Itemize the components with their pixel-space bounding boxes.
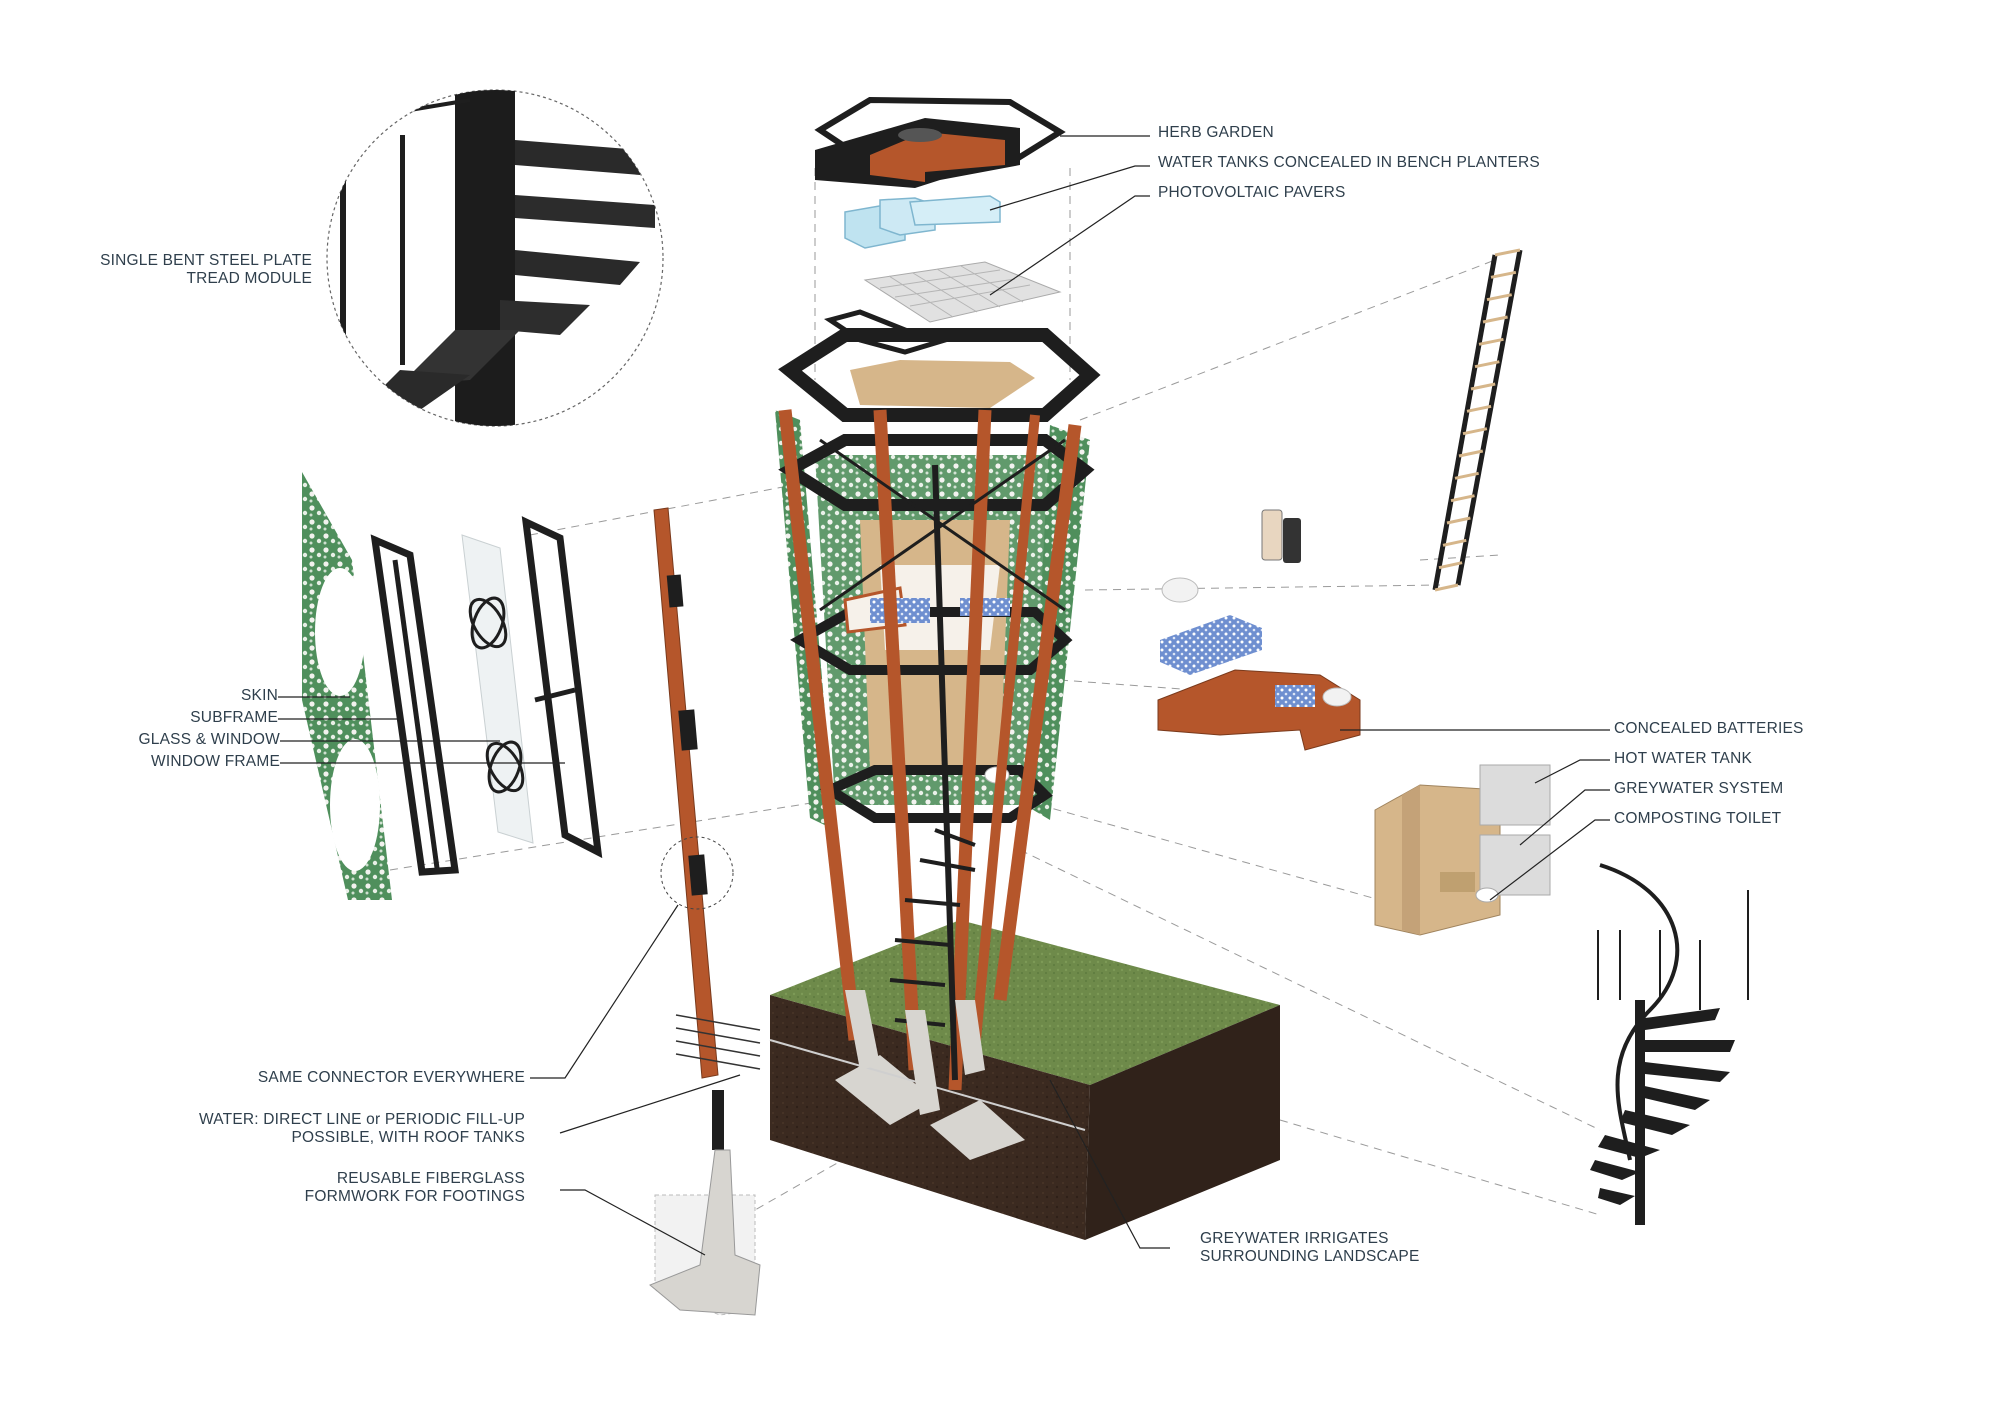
bathroom-module: [1374, 764, 1551, 936]
ladder-rung: [1442, 538, 1467, 547]
label-same-connector: SAME CONNECTOR EVERYWHERE: [257, 1069, 525, 1086]
ladder-rung: [1482, 315, 1508, 324]
ladder-rung: [1450, 494, 1475, 503]
label-window-frame: WINDOW FRAME: [151, 753, 280, 770]
ladder-rung: [1446, 516, 1471, 525]
tread-detail-circle: [326, 89, 664, 427]
label-concealed-batteries: CONCEALED BATTERIES: [1614, 720, 1804, 737]
ladder: [1432, 248, 1523, 592]
mattress: [1160, 577, 1262, 675]
ladder-rung: [1478, 337, 1504, 346]
label-tread-line2: TREAD MODULE: [186, 270, 312, 287]
fiberglass-formwork: [649, 1149, 761, 1316]
ladder-rung: [1462, 427, 1488, 436]
luggage: [1261, 509, 1301, 563]
label-skin: SKIN: [241, 687, 278, 704]
ladder-rung: [1466, 404, 1492, 413]
ground-block: [769, 920, 1280, 1240]
wall-window-frame: [521, 516, 603, 859]
label-irrigates-line1: GREYWATER IRRIGATES: [1200, 1230, 1389, 1247]
spiral-stair-exploded: [1590, 863, 1749, 1225]
ladder-rung: [1434, 583, 1459, 592]
label-formwork-line1: REUSABLE FIBERGLASS: [336, 1170, 525, 1187]
label-water-line1: WATER: DIRECT LINE or PERIODIC FILL-UP: [199, 1111, 525, 1128]
wall-glass-window: [461, 534, 534, 844]
ladder-rung: [1454, 471, 1479, 480]
wall-subframe: [370, 534, 460, 876]
ladder-rung: [1490, 270, 1517, 279]
label-water-supply: WATER: DIRECT LINE or PERIODIC FILL-UP P…: [150, 1111, 525, 1147]
label-photovoltaic-pavers: PHOTOVOLTAIC PAVERS: [1158, 184, 1346, 201]
photovoltaic-pavers: [863, 261, 1062, 323]
label-water-tanks: WATER TANKS CONCEALED IN BENCH PLANTERS: [1158, 154, 1540, 171]
label-subframe: SUBFRAME: [190, 709, 278, 726]
leader-lines: [278, 135, 1610, 1256]
label-tread-line1: SINGLE BENT STEEL PLATE: [100, 252, 312, 269]
ladder-rung: [1458, 449, 1484, 458]
label-fiberglass-formwork: REUSABLE FIBERGLASS FORMWORK FOR FOOTING…: [200, 1170, 525, 1206]
water-tank-benches: [844, 195, 1001, 249]
timber-column-exploded: [653, 507, 734, 1150]
ladder-rung: [1494, 248, 1521, 257]
label-greywater-system: GREYWATER SYSTEM: [1614, 780, 1784, 797]
label-hot-water-tank: HOT WATER TANK: [1614, 750, 1753, 767]
herb-garden-planter: [814, 96, 1066, 188]
tower-structure: [775, 328, 1101, 1115]
label-glass-window: GLASS & WINDOW: [138, 731, 280, 748]
ladder-rung: [1438, 561, 1463, 570]
bench-battery-unit: [1157, 669, 1361, 751]
ladder-rung: [1474, 360, 1500, 369]
wall-skin-panel: [302, 472, 392, 900]
label-formwork-line2: FORMWORK FOR FOOTINGS: [304, 1188, 525, 1205]
label-greywater-irrigates: GREYWATER IRRIGATES SURROUNDING LANDSCAP…: [1200, 1230, 1420, 1266]
pipe-arrows: [675, 1014, 761, 1070]
label-composting-toilet: COMPOSTING TOILET: [1614, 810, 1782, 827]
ladder-rung: [1486, 293, 1513, 302]
label-tread-module: SINGLE BENT STEEL PLATE TREAD MODULE: [80, 252, 312, 288]
label-irrigates-line2: SURROUNDING LANDSCAPE: [1200, 1248, 1420, 1265]
label-water-line2: POSSIBLE, WITH ROOF TANKS: [291, 1129, 525, 1146]
label-herb-garden: HERB GARDEN: [1158, 124, 1274, 141]
ladder-rung: [1470, 382, 1496, 391]
